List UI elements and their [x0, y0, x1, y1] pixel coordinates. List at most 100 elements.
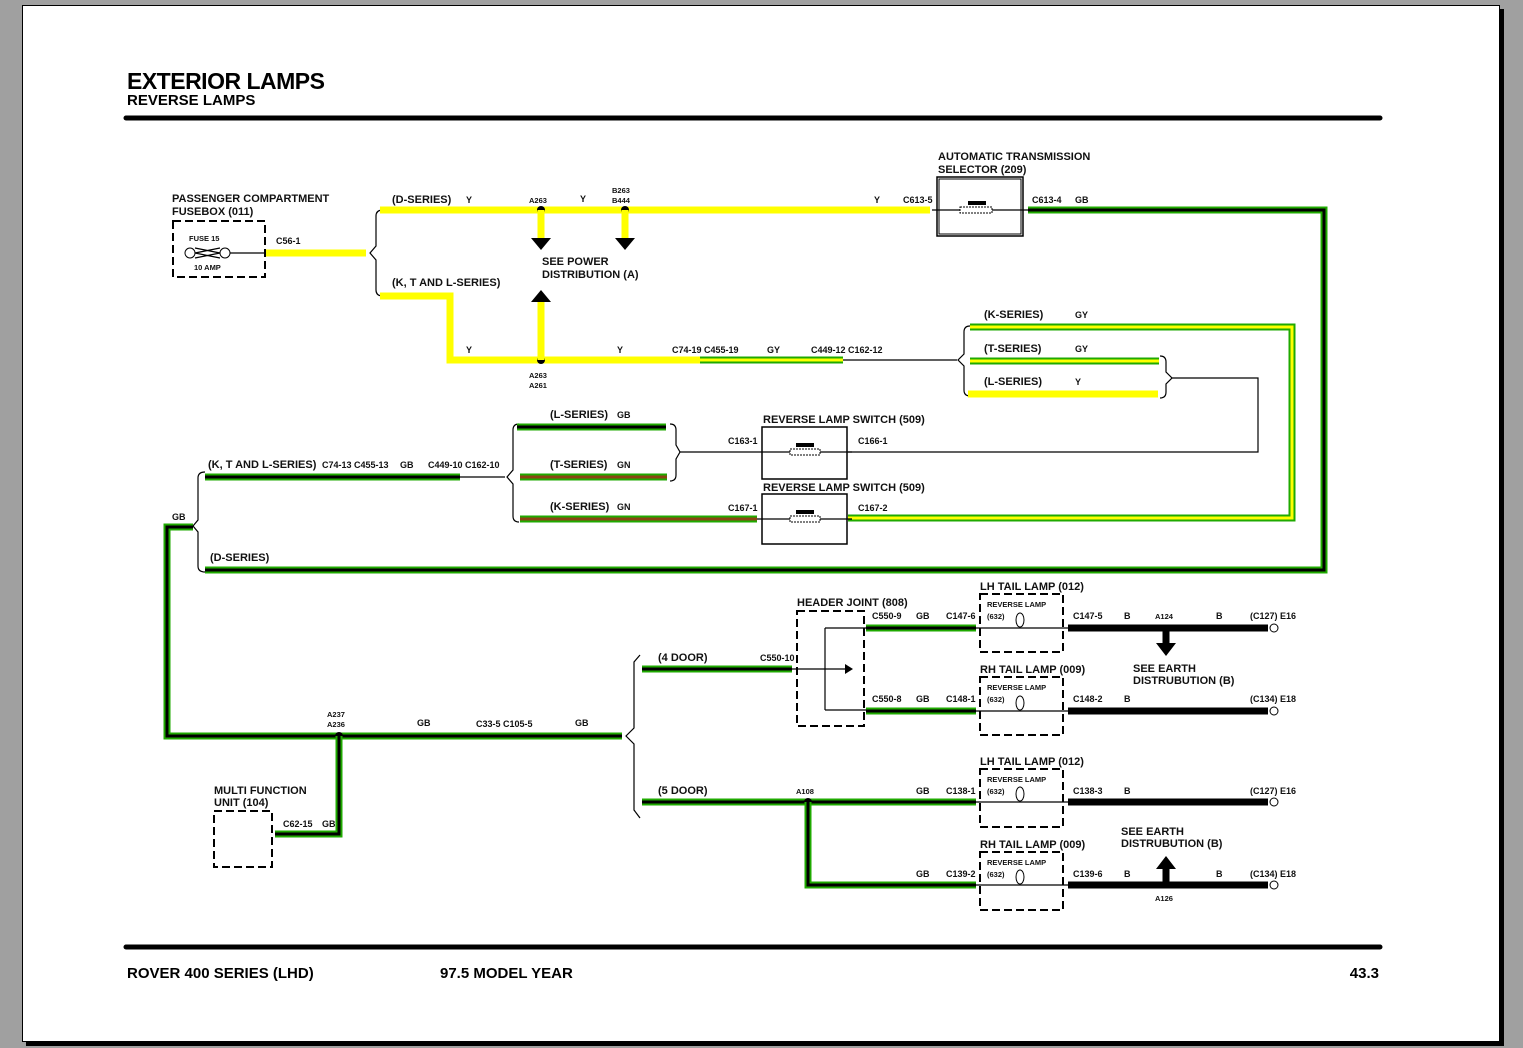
diagram-label: C163-1 [728, 436, 758, 446]
diagram-label: (D-SERIES) [392, 194, 452, 206]
arrow-right-icon [845, 664, 853, 674]
diagram-shape [796, 443, 814, 447]
diagram-label: RH TAIL LAMP (009) [980, 664, 1085, 676]
diagram-label: A108 [796, 787, 814, 796]
diagram-label: GB [172, 512, 186, 522]
diagram-label: (T-SERIES) [984, 343, 1042, 355]
diagram-shape [979, 851, 1064, 911]
brace-series-split [369, 209, 384, 297]
diagram-label: GB [916, 869, 930, 879]
diagram-label: GB [916, 694, 930, 704]
wire-segment [625, 654, 641, 819]
diagram-label: C613-4 [1032, 195, 1062, 205]
diagram-label: GY [1075, 344, 1088, 354]
diagram-label: (L-SERIES) [984, 376, 1042, 388]
diagram-shape [789, 515, 821, 523]
lh-tail-lamp-012-4door: LH TAIL LAMP (012) REVERSE LAMP (632) [976, 581, 1084, 653]
page-title: EXTERIOR LAMPS [127, 68, 325, 94]
diagram-label: (K, T AND L-SERIES) [208, 459, 317, 471]
diagram-label: C148-1 [946, 694, 976, 704]
wire-segment [792, 627, 866, 711]
diagram-label: SELECTOR (209) [938, 164, 1027, 176]
wire-segment [165, 525, 622, 738]
diagram-label: SEE EARTH [1133, 663, 1196, 675]
diagram-label: GY [1075, 310, 1088, 320]
diagram-label: Y [580, 194, 586, 204]
lh-tail-lamp-012-5door: LH TAIL LAMP (012) REVERSE LAMP (632) [976, 756, 1084, 828]
wire-segment [848, 325, 1294, 520]
diagram-sheet [22, 5, 1500, 1042]
diagram-label: FUSE 15 [189, 234, 219, 243]
diagram-label: C167-2 [858, 503, 888, 513]
diagram-label: (D-SERIES) [210, 552, 270, 564]
earth-point-icon [1269, 797, 1279, 807]
diagram-label: C33-5 C105-5 [476, 719, 533, 729]
diagram-label: RH TAIL LAMP (009) [980, 839, 1085, 851]
diagram-label: GN [617, 502, 631, 512]
wire-segment [275, 736, 341, 836]
diagram-label: A236 [327, 720, 345, 729]
arrow-up-icon [531, 290, 551, 302]
diagram-label: (T-SERIES) [550, 459, 608, 471]
bulb-icon [1015, 869, 1025, 885]
diagram-label: C166-1 [858, 436, 888, 446]
reverse-lamp-switch-509-a: REVERSE LAMP SWITCH (509) C163-1 C166-1 [728, 414, 925, 480]
diagram-label: B263 [612, 186, 630, 195]
diagram-label: C449-10 C162-10 [428, 460, 500, 470]
diagram-label: B [1124, 786, 1131, 796]
diagram-label: C139-2 [946, 869, 976, 879]
diagram-label: C613-5 [903, 195, 933, 205]
diagram-label: C147-6 [946, 611, 976, 621]
diagram-shape [938, 178, 1022, 235]
bulb-icon [1015, 786, 1025, 802]
diagram-shape [219, 247, 231, 259]
wire-segment [669, 423, 681, 482]
diagram-label: REVERSE LAMP [987, 858, 1046, 867]
diagram-label: A263 [529, 196, 547, 205]
fuse-icon [184, 247, 265, 259]
automatic-transmission-selector-209: AUTOMATIC TRANSMISSION SELECTOR (209) C6… [903, 151, 1090, 237]
rh-tail-lamp-009-4door: RH TAIL LAMP (009) REVERSE LAMP (632) [976, 664, 1085, 736]
diagram-label: REVERSE LAMP [987, 775, 1046, 784]
diagram-label: LH TAIL LAMP (012) [980, 581, 1084, 593]
wire-segment [806, 802, 976, 887]
diagram-label: C148-2 [1073, 694, 1103, 704]
diagram-label: REVERSE LAMP SWITCH (509) [763, 482, 925, 494]
diagram-label: (K-SERIES) [550, 501, 610, 513]
diagram-label: A124 [1155, 612, 1174, 621]
diagram-label: Y [874, 195, 880, 205]
diagram-label: C56-1 [276, 236, 301, 246]
diagram-shape [213, 810, 273, 868]
diagram-label: (632) [987, 612, 1005, 621]
diagram-label: Y [1075, 377, 1081, 387]
diagram-label: (K, T AND L-SERIES) [392, 277, 501, 289]
diagram-label: C167-1 [728, 503, 758, 513]
diagram-label: C138-1 [946, 786, 976, 796]
diagram-label: B [1124, 694, 1131, 704]
diagram-label: FUSEBOX (011) [172, 206, 254, 218]
diagram-label: GB [1075, 195, 1089, 205]
diagram-label: (5 DOOR) [658, 785, 708, 797]
diagram-label: GB [575, 718, 589, 728]
diagram-label: C138-3 [1073, 786, 1103, 796]
earth-point-icon [1269, 880, 1279, 890]
earth-point-icon [1269, 623, 1279, 633]
wire-segment [957, 325, 971, 397]
fusebox-011: PASSENGER COMPARTMENT FUSEBOX (011) FUSE… [172, 193, 330, 278]
diagram-label: (632) [987, 870, 1005, 879]
diagram-label: (L-SERIES) [550, 409, 608, 421]
diagram-label: C550-9 [872, 611, 902, 621]
diagram-label: GB [617, 410, 631, 420]
diagram-shape [172, 220, 266, 278]
diagram-label: GB [916, 611, 930, 621]
diagram-label: A126 [1155, 894, 1173, 903]
diagram-shape [979, 676, 1064, 736]
diagram-label: C74-19 C455-19 [672, 345, 739, 355]
diagram-label: DISTRIBUTION (A) [542, 269, 639, 281]
diagram-label: UNIT (104) [214, 797, 269, 809]
diagram-shape [789, 448, 821, 456]
rh-tail-lamp-009-5door: RH TAIL LAMP (009) REVERSE LAMP (632) [976, 839, 1085, 911]
wire-segment [506, 423, 520, 523]
diagram-label: A237 [327, 710, 345, 719]
diagram-label: Y [466, 345, 472, 355]
